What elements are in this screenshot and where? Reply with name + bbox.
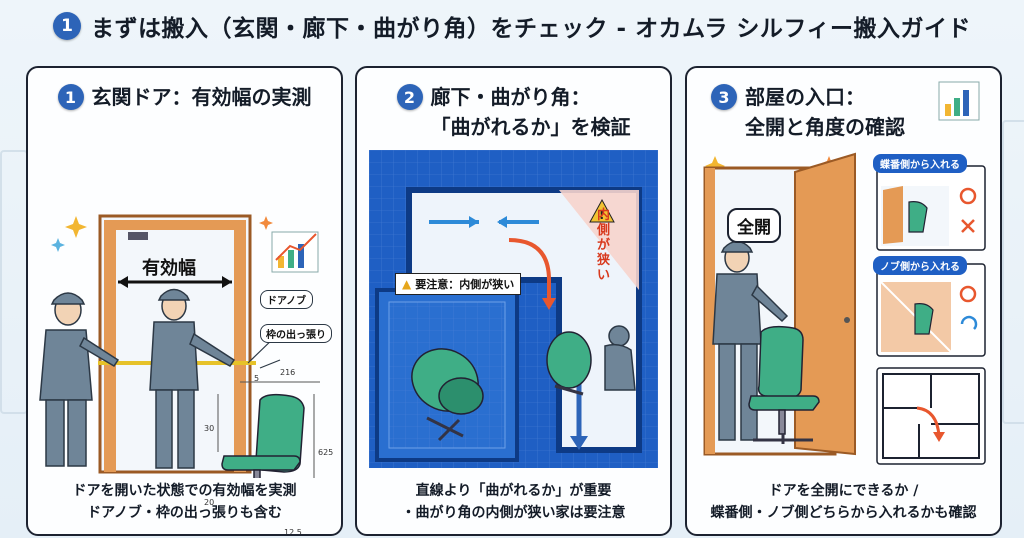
dimension-20: 20 <box>204 498 215 507</box>
ng-cross-icon <box>961 219 975 233</box>
room-entrance-illustration <box>703 81 986 465</box>
warning-icon: ▲ <box>402 277 412 291</box>
panel-3-caption: ドアを全開にできるか / 蝶番側・ノブ側どちらから入れるかも確認 <box>687 480 1000 524</box>
office-chair <box>748 325 820 444</box>
office-chair <box>411 348 484 442</box>
panel-1-number-badge: 1 <box>57 84 84 110</box>
office-chair <box>914 303 934 335</box>
effective-width-label: 有効幅 <box>142 258 196 279</box>
dimension-12-5: 12.5 <box>284 528 302 536</box>
caption-line: ・曲がり角の内側が狭い家は要注意 <box>401 505 626 521</box>
panel-2-caption: 直線より「曲がれるか」が重要 ・曲がり角の内側が狭い家は要注意 <box>357 480 670 524</box>
panel-1-header: 1 玄関ドア：有効幅の実測 <box>28 82 341 112</box>
caption-line: ドアを開いた状態での有効幅を実測 <box>72 483 297 499</box>
panel-1-caption: ドアを開いた状態での有効幅を実測 ドアノブ・枠の出っ張りも含む <box>28 480 341 524</box>
knob-side-label: ノブ側から入れる <box>873 256 967 275</box>
panel-room-entrance: 3 部屋の入口： 全開と角度の確認 <box>685 66 1002 536</box>
warning-icon <box>589 198 615 223</box>
office-chair <box>221 393 305 478</box>
panel-2-number-badge: 2 <box>396 84 423 110</box>
entrance-door-illustration <box>39 214 320 478</box>
caption-line: ドアノブ・枠の出っ張りも含む <box>87 505 282 521</box>
sparkle-icon <box>705 156 725 176</box>
caption-line: 蝶番側・ノブ側どちらから入れるかも確認 <box>710 505 977 521</box>
panel-3-title-line: 部屋の入口： <box>745 85 865 109</box>
panel-1-title: 玄関ドア：有効幅の実測 <box>91 85 312 109</box>
caption-line: 直線より「曲がれるか」が重要 <box>415 483 612 499</box>
rotate-icon <box>960 315 978 330</box>
inner-narrow-label: 内側が狭い <box>597 208 611 283</box>
background-window-right <box>1002 120 1024 424</box>
page-header: 1 まずは搬入（玄関・廊下・曲がり角）をチェック - オカムラ シルフィー搬入ガ… <box>0 0 1024 52</box>
office-chair <box>908 201 928 233</box>
panel-3-number-badge: 3 <box>711 84 737 110</box>
ok-circle-icon <box>959 187 977 205</box>
ok-circle-icon <box>959 285 977 303</box>
office-chair <box>546 331 592 396</box>
panel-2-title-line: 「曲がれるか」を検証 <box>430 115 631 139</box>
sparkle-icon <box>259 216 273 230</box>
sparkle-icon <box>51 238 65 252</box>
worker-figure <box>39 292 120 467</box>
hallway-blueprint-illustration: ! <box>369 150 658 468</box>
caption-line: ドアを全開にできるか / <box>768 483 919 499</box>
full-open-bubble: 全開 <box>727 208 781 243</box>
dimension-216: 216 <box>280 368 296 377</box>
hinge-side-label: 蝶番側から入れる <box>873 154 967 173</box>
panel-entrance-door: 1 玄関ドア：有効幅の実測 <box>26 66 343 536</box>
dimension-625: 625 <box>318 448 334 457</box>
caution-text: 要注意：内側が狭い <box>415 278 515 291</box>
panel-hallway-corner: 2 廊下・曲がり角： 「曲がれるか」を検証 ! <box>355 66 672 536</box>
sparkle-icon <box>65 216 87 238</box>
page-title: まずは搬入（玄関・廊下・曲がり角）をチェック - オカムラ シルフィー搬入ガイド <box>91 16 971 42</box>
worker-figure <box>604 325 636 391</box>
caution-label: ▲ 要注意：内側が狭い <box>395 273 522 295</box>
panel-3-header: 3 部屋の入口： 全開と角度の確認 <box>711 82 1000 142</box>
worker-figure <box>712 240 789 441</box>
panel-2-title: 廊下・曲がり角： 「曲がれるか」を検証 <box>431 82 631 142</box>
worker-figure <box>149 288 236 469</box>
door-knob-callout: ドアノブ <box>260 290 314 309</box>
frame-protrusion-callout: 枠の出っ張り <box>260 324 332 343</box>
bar-chart-icon <box>938 81 980 121</box>
bar-chart-icon <box>271 231 319 273</box>
background-window-left <box>0 150 28 414</box>
dimension-5: 5 <box>254 374 260 383</box>
header-number-badge: 1 <box>53 12 82 40</box>
panel-3-title: 部屋の入口： 全開と角度の確認 <box>745 82 905 142</box>
panel-2-title-line: 廊下・曲がり角： <box>430 85 591 109</box>
panel-3-title-line: 全開と角度の確認 <box>745 115 905 139</box>
svg-text:!: ! <box>599 208 604 222</box>
panel-2-header: 2 廊下・曲がり角： 「曲がれるか」を検証 <box>357 82 670 142</box>
inner-corner-zone <box>559 190 639 290</box>
dimension-30: 30 <box>204 424 215 433</box>
